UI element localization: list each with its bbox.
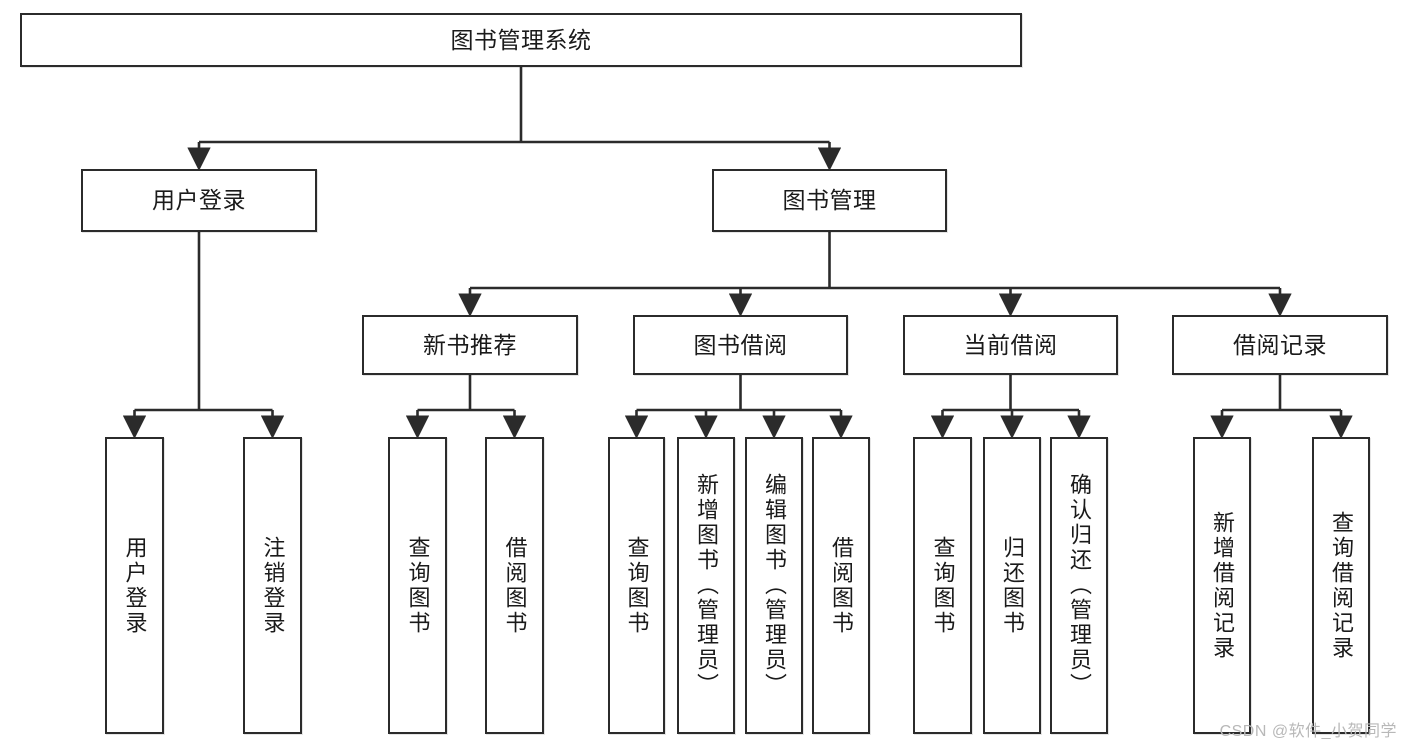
- node-label: 查询图书: [405, 535, 431, 636]
- node-current[interactable]: 当前借阅: [903, 315, 1118, 375]
- node-label: 归还图书: [999, 535, 1025, 636]
- node-records[interactable]: 借阅记录: [1172, 315, 1388, 375]
- node-label: 用户登录: [122, 535, 148, 636]
- node-label: 当前借阅: [963, 331, 1058, 358]
- node-label: 图书管理系统: [450, 26, 592, 53]
- node-borrow[interactable]: 图书借阅: [633, 315, 848, 375]
- node-l12[interactable]: 新增借阅记录: [1193, 437, 1251, 734]
- node-root[interactable]: 图书管理系统: [20, 13, 1022, 67]
- node-l7[interactable]: 编辑图书（管理员）: [745, 437, 803, 734]
- node-bookmgmt[interactable]: 图书管理: [712, 169, 947, 232]
- node-label: 图书管理: [782, 187, 877, 214]
- node-label: 用户登录: [152, 187, 246, 214]
- node-l11[interactable]: 确认归还（管理员）: [1050, 437, 1108, 734]
- node-label: 查询借阅记录: [1328, 510, 1354, 661]
- node-l6[interactable]: 新增图书（管理员）: [677, 437, 735, 734]
- node-login[interactable]: 用户登录: [81, 169, 317, 232]
- node-label: 查询图书: [624, 535, 650, 636]
- node-l13[interactable]: 查询借阅记录: [1312, 437, 1370, 734]
- node-l2[interactable]: 注销登录: [243, 437, 302, 734]
- node-label: 借阅图书: [828, 535, 854, 636]
- node-newrec[interactable]: 新书推荐: [362, 315, 578, 375]
- node-label: 新增图书（管理员）: [693, 473, 719, 698]
- node-l9[interactable]: 查询图书: [913, 437, 972, 734]
- node-label: 借阅图书: [502, 535, 528, 636]
- node-label: 新书推荐: [423, 331, 517, 358]
- node-label: 注销登录: [260, 535, 286, 636]
- node-l3[interactable]: 查询图书: [388, 437, 447, 734]
- node-l4[interactable]: 借阅图书: [485, 437, 544, 734]
- node-label: 确认归还（管理员）: [1066, 473, 1092, 698]
- node-label: 借阅记录: [1233, 331, 1327, 358]
- node-label: 编辑图书（管理员）: [761, 473, 787, 698]
- node-l1[interactable]: 用户登录: [105, 437, 164, 734]
- node-label: 查询图书: [930, 535, 956, 636]
- node-l8[interactable]: 借阅图书: [812, 437, 870, 734]
- node-label: 新增借阅记录: [1209, 510, 1235, 661]
- node-label: 图书借阅: [693, 331, 788, 358]
- node-l5[interactable]: 查询图书: [608, 437, 665, 734]
- node-l10[interactable]: 归还图书: [983, 437, 1041, 734]
